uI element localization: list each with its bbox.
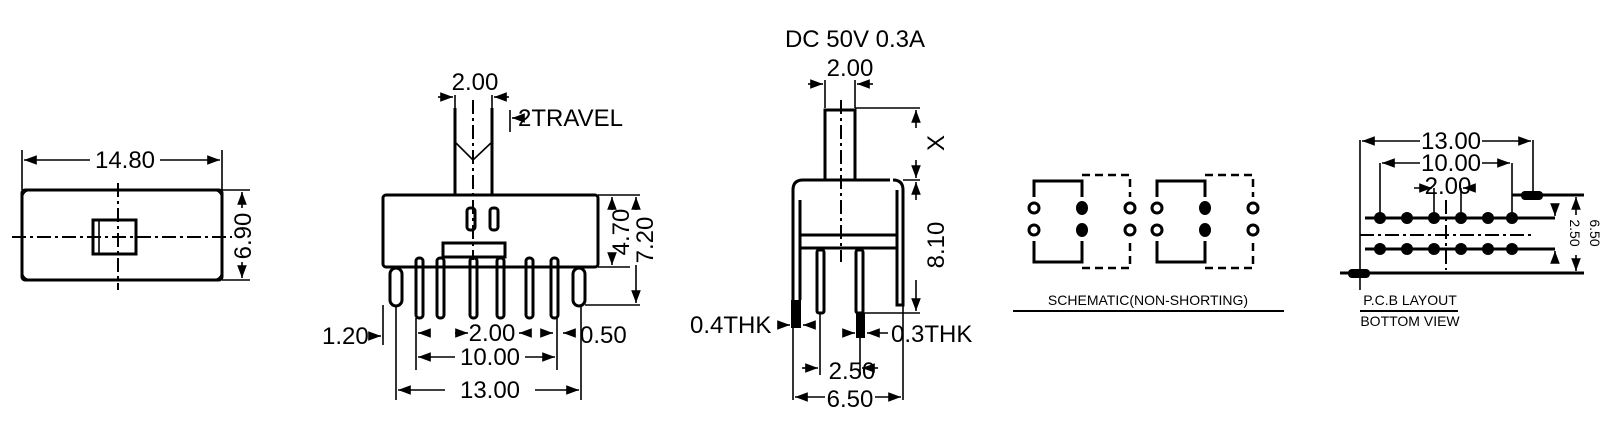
top-width-dim: 14.80 xyxy=(95,147,155,174)
side-height-dim: 8.10 xyxy=(923,222,950,269)
inner-span-dim: 10.00 xyxy=(460,344,520,371)
pcb-inner-dim: 10.00 xyxy=(1421,150,1481,177)
schematic-label: SCHEMATIC(NON-SHORTING) xyxy=(1048,292,1248,308)
pin-width-dim: 1.20 xyxy=(322,323,369,350)
thk-right-label: 0.3THK xyxy=(891,321,972,348)
side-width-dim: 6.50 xyxy=(827,386,874,413)
pcb-pitch-dim: 2.00 xyxy=(1425,173,1472,200)
front-view: 2.00 2TRAVEL 4.70 7.20 1.20 2.00 0.50 10… xyxy=(322,69,659,404)
schematic: SCHEMATIC(NON-SHORTING) xyxy=(1013,173,1284,312)
pcb-layout: 13.00 10.00 2.00 2.50 6.50 P.C.B LAYOUT … xyxy=(1340,128,1603,329)
actuator-height-label: X xyxy=(923,135,950,151)
body-height-dim: 4.70 xyxy=(608,209,635,256)
total-height-dim: 7.20 xyxy=(632,217,659,264)
side-view: DC 50V 0.3A 2.00 X 8.10 0.4THK 0.3THK 2.… xyxy=(690,26,972,413)
pcb-label: P.C.B LAYOUT xyxy=(1363,292,1457,308)
pin-pitch-dim: 2.00 xyxy=(469,320,516,347)
side-actuator-dim: 2.00 xyxy=(827,55,874,82)
pcb-sublabel: BOTTOM VIEW xyxy=(1360,313,1460,329)
pcb-pad-dim: 6.50 xyxy=(1587,219,1603,246)
pcb-row-dim: 2.50 xyxy=(1567,219,1583,246)
top-height-dim: 6.90 xyxy=(230,213,257,260)
pcb-outer-dim: 13.00 xyxy=(1421,128,1481,155)
top-view: 14.80 6.90 xyxy=(12,147,257,290)
front-actuator-dim: 2.00 xyxy=(452,69,499,96)
travel-label: 2TRAVEL xyxy=(518,105,623,132)
outer-span-dim: 13.00 xyxy=(460,377,520,404)
pin-thk-dim: 0.50 xyxy=(580,322,627,349)
side-pitch-dim: 2.50 xyxy=(829,358,876,385)
thk-left-label: 0.4THK xyxy=(690,312,771,339)
rating-label: DC 50V 0.3A xyxy=(785,26,925,53)
